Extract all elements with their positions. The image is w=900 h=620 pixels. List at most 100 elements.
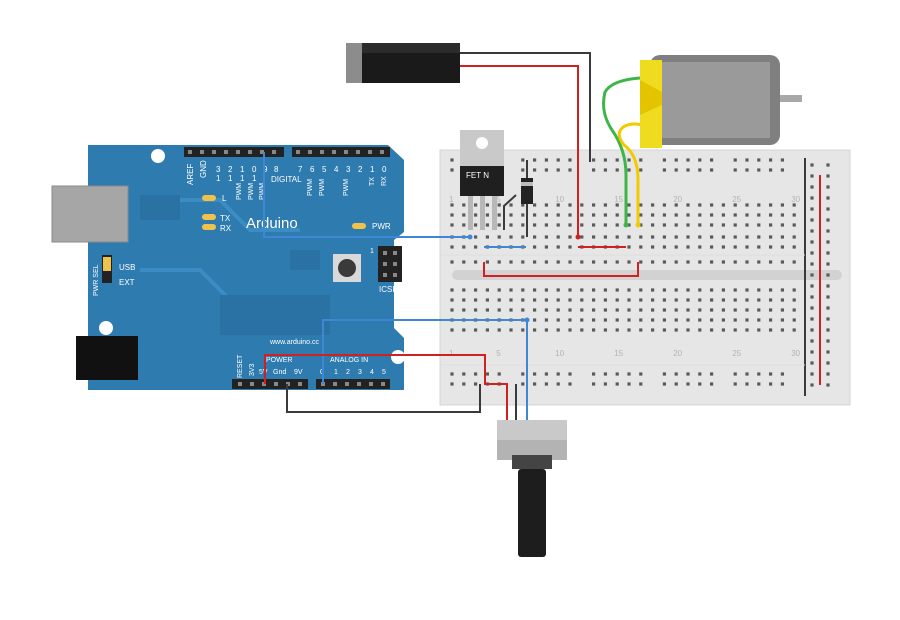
breadboard-hole <box>533 168 537 172</box>
breadboard-column-number: 25 <box>732 349 741 358</box>
breadboard-hole <box>769 288 773 292</box>
breadboard-hole <box>450 382 454 386</box>
breadboard-hole <box>497 260 501 264</box>
icsp-holes <box>383 251 397 277</box>
header-hole <box>381 382 385 386</box>
jumper-red-2 <box>483 262 639 277</box>
breadboard-hole <box>592 318 596 322</box>
breadboard-hole <box>698 168 702 172</box>
breadboard-hole <box>556 382 560 386</box>
icsp-hole <box>383 273 387 277</box>
breadboard-hole <box>721 213 725 217</box>
breadboard-column-number: 15 <box>614 349 623 358</box>
breadboard-hole <box>544 158 548 162</box>
breadboard-hole <box>521 203 525 207</box>
breadboard-hole <box>698 245 702 249</box>
breadboard-hole <box>533 372 537 376</box>
breadboard-hole <box>485 328 489 332</box>
wire-mosfet-drain <box>503 194 517 230</box>
3v3-pin-label: 3V3 <box>249 363 256 376</box>
breadboard-hole <box>580 213 584 217</box>
motor-body-highlight <box>660 62 770 138</box>
breadboard-hole <box>810 361 814 365</box>
breadboard-hole <box>733 260 737 264</box>
breadboard-hole <box>810 262 814 266</box>
breadboard-hole <box>810 273 814 277</box>
breadboard-hole <box>769 318 773 322</box>
breadboard-hole <box>733 168 737 172</box>
breadboard-hole <box>462 288 466 292</box>
breadboard-hole <box>603 158 607 162</box>
breadboard-hole <box>580 235 584 239</box>
wire-a0-pot <box>322 319 528 420</box>
header-hole <box>298 382 302 386</box>
wire-gnd <box>286 384 481 413</box>
breadboard-hole <box>556 223 560 227</box>
pot-shaft <box>518 469 546 557</box>
gnd-pin-label: Gnd <box>273 369 286 376</box>
breadboard-hole <box>662 223 666 227</box>
breadboard-hole <box>721 223 725 227</box>
breadboard-hole <box>544 318 548 322</box>
breadboard-hole <box>769 308 773 312</box>
breadboard-hole <box>698 308 702 312</box>
mosfet-leg <box>492 196 497 230</box>
breadboard-hole <box>810 163 814 167</box>
breadboard-hole <box>826 196 830 200</box>
pin-label-10: 0 <box>252 165 257 174</box>
pin-label-12: 2 <box>228 165 233 174</box>
breadboard-hole <box>810 196 814 200</box>
header-hole <box>344 150 348 154</box>
breadboard-hole <box>509 213 513 217</box>
breadboard-hole <box>568 308 572 312</box>
digital-label: DIGITAL <box>271 175 302 184</box>
breadboard-hole <box>769 328 773 332</box>
mosfet-leg <box>468 196 473 230</box>
mosfet-leg <box>480 196 485 230</box>
breadboard-hole <box>544 168 548 172</box>
breadboard-hole <box>757 158 761 162</box>
breadboard-hole <box>651 245 655 249</box>
breadboard-hole <box>710 288 714 292</box>
pcb-component <box>290 250 320 270</box>
breadboard-hole <box>497 328 501 332</box>
breadboard-hole <box>662 372 666 376</box>
breadboard-hole <box>627 382 631 386</box>
breadboard-hole <box>826 218 830 222</box>
led-pwr-label: PWR <box>372 222 391 231</box>
breadboard-hole <box>826 262 830 266</box>
power-label: POWER <box>266 357 292 364</box>
header-hole <box>260 150 264 154</box>
pwm-label-5: PWM <box>319 179 326 196</box>
breadboard-hole <box>792 308 796 312</box>
analog-pin-5: 5 <box>382 369 386 376</box>
breadboard-hole <box>792 223 796 227</box>
breadboard-hole <box>603 288 607 292</box>
breadboard-hole <box>462 223 466 227</box>
breadboard-hole <box>603 203 607 207</box>
breadboard-hole <box>757 168 761 172</box>
breadboard-hole <box>662 298 666 302</box>
breadboard-hole <box>826 229 830 233</box>
breadboard-hole <box>721 245 725 249</box>
breadboard-hole <box>651 308 655 312</box>
breadboard-hole <box>462 213 466 217</box>
connection-dot <box>623 222 629 228</box>
breadboard-hole <box>698 235 702 239</box>
breadboard-hole <box>556 260 560 264</box>
breadboard-hole <box>544 288 548 292</box>
potentiometer <box>497 420 567 557</box>
breadboard-hole <box>698 260 702 264</box>
breadboard-hole <box>662 328 666 332</box>
breadboard-hole <box>686 382 690 386</box>
battery-highlight <box>362 43 460 53</box>
header-power <box>232 379 308 389</box>
breadboard-hole <box>474 223 478 227</box>
header-hole <box>296 150 300 154</box>
breadboard-hole <box>544 298 548 302</box>
breadboard-hole <box>721 298 725 302</box>
breadboard-hole <box>474 288 478 292</box>
header-hole <box>308 150 312 154</box>
breadboard-hole <box>615 203 619 207</box>
